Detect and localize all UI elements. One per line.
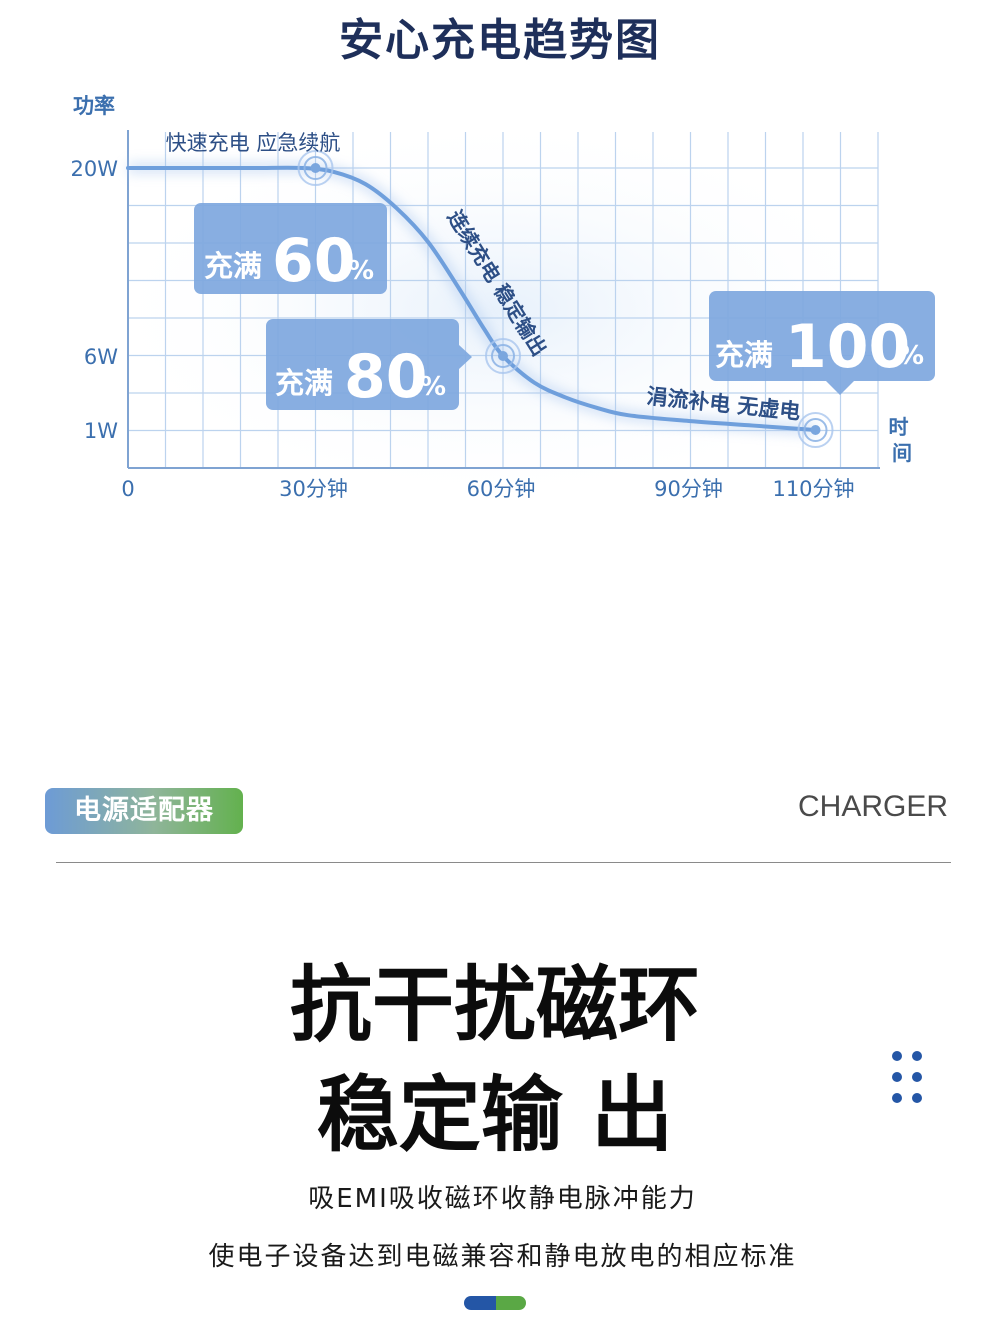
y-tick-label: 1W bbox=[84, 419, 118, 443]
x-tick-label: 110分钟 bbox=[772, 477, 854, 501]
x-axis-label-char-1: 时 bbox=[889, 415, 909, 439]
badge-full-100: 充满 100 % bbox=[709, 291, 935, 395]
category-tag: 电源适配器 bbox=[45, 788, 243, 834]
x-axis-label-char-2: 间 bbox=[892, 441, 912, 465]
decorative-dots-icon bbox=[892, 1051, 924, 1105]
x-axis-label: 时 间 bbox=[889, 415, 916, 465]
badge-80-percent: % bbox=[420, 372, 446, 402]
page-indicator-blue bbox=[464, 1296, 496, 1310]
y-tick-labels: 1W 6W 20W bbox=[71, 157, 119, 443]
marker-inner-ring bbox=[491, 344, 515, 368]
y-tick-label: 20W bbox=[71, 157, 119, 181]
category-english-label: CHARGER bbox=[797, 790, 948, 823]
phase-fast-charge-label: 快速充电 应急续航 bbox=[166, 131, 341, 155]
charging-trend-chart: 功率 1W 6W 20W 0 30分钟 60分钟 90分钟 110分钟 时 间 快速充电 应… bbox=[71, 94, 935, 505]
subtitle-line-1: 吸EMI吸收磁环收静电脉冲能力 bbox=[308, 1184, 697, 1214]
badge-100-prefix: 充满 bbox=[715, 338, 773, 372]
x-tick-labels: 0 30分钟 60分钟 90分钟 110分钟 bbox=[121, 477, 854, 501]
marker-dot bbox=[310, 163, 321, 173]
badge-80-value: 80 bbox=[344, 342, 428, 412]
badge-100-percent: % bbox=[898, 341, 924, 371]
marker-dot bbox=[498, 351, 508, 361]
badge-100-value: 100 bbox=[785, 312, 910, 382]
y-tick-label: 6W bbox=[84, 345, 118, 369]
marker-outer-ring bbox=[797, 412, 834, 448]
y-axis-label: 功率 bbox=[73, 94, 115, 118]
marker-outer-ring bbox=[297, 150, 334, 186]
headline-line-1: 抗干扰磁环 bbox=[289, 958, 700, 1053]
x-tick-label: 90分钟 bbox=[654, 477, 723, 501]
x-tick-label: 60分钟 bbox=[467, 477, 536, 501]
badge-60-prefix: 充满 bbox=[204, 249, 262, 283]
page-indicator-green bbox=[496, 1296, 526, 1310]
curve-markers bbox=[297, 150, 834, 448]
subtitle-line-2: 使电子设备达到电磁兼容和静电放电的相应标准 bbox=[208, 1242, 797, 1272]
marker-outer-ring bbox=[485, 338, 521, 374]
badge-full-60: 充满 60 % bbox=[194, 203, 387, 296]
badge-60-value: 60 bbox=[272, 226, 356, 296]
chart-title: 安心充电趋势图 bbox=[339, 15, 661, 66]
marker-dot bbox=[810, 425, 821, 435]
headline-line-2: 稳定输 出 bbox=[316, 1068, 674, 1163]
badge-full-80: 充满 80 % bbox=[266, 319, 472, 412]
section-divider bbox=[56, 862, 951, 863]
x-tick-label: 0 bbox=[121, 477, 134, 501]
x-tick-label: 30分钟 bbox=[279, 477, 348, 501]
page-indicator bbox=[464, 1296, 526, 1310]
badge-80-prefix: 充满 bbox=[275, 366, 333, 400]
chart-axes bbox=[127, 130, 880, 469]
marker-inner-ring bbox=[303, 156, 328, 180]
badge-60-percent: % bbox=[348, 256, 374, 286]
marker-inner-ring bbox=[803, 418, 828, 442]
